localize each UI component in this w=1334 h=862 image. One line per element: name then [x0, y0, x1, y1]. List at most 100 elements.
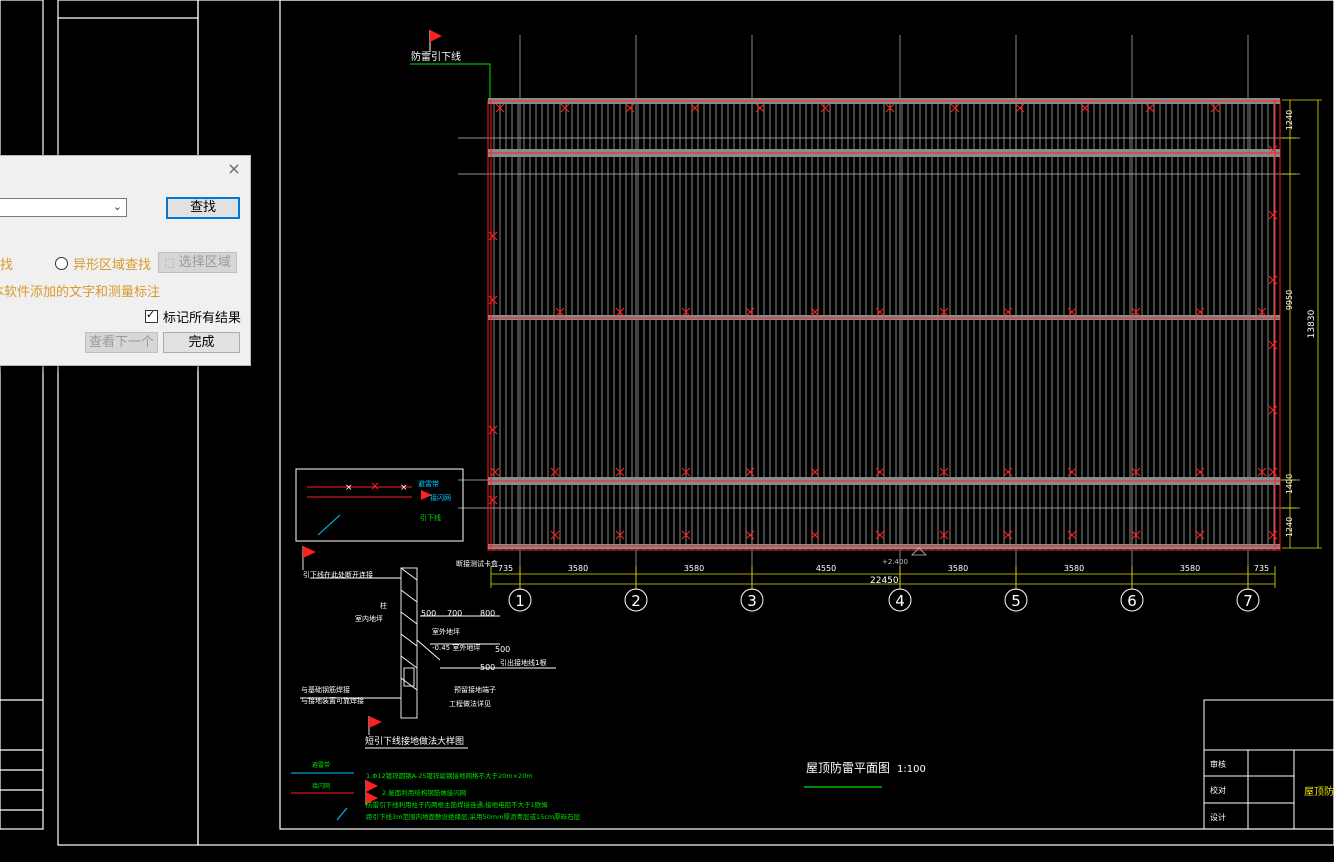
axis-label: 2 — [631, 592, 641, 610]
grounding-detail-drawing — [300, 546, 556, 749]
lightning-marker — [1268, 530, 1278, 540]
lightning-marker — [1067, 467, 1077, 477]
option-irregular-find-label: 异形区域查找 — [73, 258, 152, 273]
lightning-marker — [1131, 307, 1141, 317]
dim-right-2: 9950 — [1285, 290, 1294, 310]
lightning-marker — [810, 467, 820, 477]
mark-all-results-checkbox[interactable]: 标记所有结果 — [145, 307, 241, 326]
lightning-marker — [681, 467, 691, 477]
axis-bubble — [508, 588, 532, 612]
drawing-scale: 1:100 — [897, 764, 926, 775]
legend-text-2: 接闪网 — [430, 493, 451, 502]
option-region-find-label: 区域查找 — [0, 258, 14, 273]
lightning-marker — [1195, 307, 1205, 317]
axis-label: 1 — [515, 592, 525, 610]
bottom-dimension-value: 3580 — [568, 564, 588, 573]
option-irregular-find[interactable]: 异形区域查找 — [55, 254, 151, 273]
title-block-project: 屋顶防雷 — [1304, 785, 1334, 798]
lightning-marker — [755, 103, 765, 113]
title-block — [1203, 699, 1334, 830]
svg-text:×: × — [370, 479, 380, 493]
bottom-dimension-value: 3580 — [948, 564, 968, 573]
lightning-marker — [1268, 275, 1278, 285]
note-4: 距引下线3m范围内地面敷设绝缘层,采用50mm厚沥青层或15cm厚砾石层 — [366, 812, 581, 821]
lightning-marker — [939, 530, 949, 540]
find-dialog[interactable]: × ⌄ 查找 区域查找 异形区域查找 ⬚ 选择区域 本软件添加的文字和测量标注 … — [0, 155, 251, 366]
detail-dim-700: 700 — [447, 609, 462, 618]
done-button[interactable]: 完成 — [163, 332, 240, 353]
detail-dim-800: 800 — [480, 609, 495, 618]
bottom-dimension-lines — [490, 566, 1276, 588]
checkbox-checked-icon[interactable] — [145, 308, 158, 323]
find-text-combobox[interactable]: ⌄ — [0, 198, 127, 217]
lightning-marker — [615, 467, 625, 477]
lightning-marker — [745, 467, 755, 477]
svg-text:×: × — [400, 483, 408, 493]
lightning-marker — [1145, 103, 1155, 113]
close-icon[interactable]: × — [227, 159, 241, 178]
axis-label: 7 — [1243, 592, 1253, 610]
select-region-button[interactable]: ⬚ 选择区域 — [158, 252, 237, 273]
lightning-marker — [1210, 103, 1220, 113]
dimension-total-width: 22450 — [870, 576, 899, 586]
lightning-marker — [1268, 405, 1278, 415]
lightning-marker — [1067, 307, 1077, 317]
lightning-marker — [1067, 530, 1077, 540]
lightning-marker — [1003, 467, 1013, 477]
detail-note-d: 工程做法详见 — [449, 699, 491, 708]
detail-note-c: 预留接地端子 — [454, 685, 496, 694]
radio-icon[interactable] — [55, 257, 68, 270]
lightning-marker — [810, 307, 820, 317]
lightning-marker — [488, 495, 498, 505]
lightning-marker — [681, 530, 691, 540]
lightning-marker — [1268, 210, 1278, 220]
lightning-marker — [1268, 145, 1278, 155]
dim-right-1: 1240 — [1285, 110, 1294, 130]
lightning-marker — [820, 103, 830, 113]
option-region-find[interactable]: 区域查找 — [0, 254, 13, 273]
lightning-marker — [1268, 467, 1278, 477]
legend-text-3: 引下线 — [420, 513, 441, 522]
leader-line — [410, 63, 491, 98]
elevation-triangle-icon — [911, 547, 927, 556]
bottom-dimension-value: 4550 — [816, 564, 836, 573]
bottom-dimension-values: 735 3580 3580 4550 3580 3580 3580 735 — [498, 564, 1269, 573]
lightning-marker — [555, 307, 565, 317]
bottom-dimension-value: 3580 — [1064, 564, 1084, 573]
detail-dim-500b: 500 — [495, 645, 510, 654]
find-button[interactable]: 查找 — [166, 197, 240, 219]
bottom-dimension-value: 735 — [1254, 564, 1269, 573]
lightning-marker — [1195, 467, 1205, 477]
axis-label: 3 — [747, 592, 757, 610]
lightning-marker — [1131, 467, 1141, 477]
lightning-marker — [615, 530, 625, 540]
dim-right-4: 1240 — [1285, 517, 1294, 537]
lightning-marker — [550, 530, 560, 540]
bottom-dimension-value: 3580 — [1180, 564, 1200, 573]
detail-slope-label: -0.45 室外地坪 — [432, 643, 480, 652]
lightning-marker — [1003, 307, 1013, 317]
lightning-marker — [1257, 307, 1267, 317]
lightning-marker — [1015, 103, 1025, 113]
detail-top-label: 引下线在此处断开连接 — [303, 570, 373, 579]
lightning-marker — [495, 103, 505, 113]
lightning-marker — [875, 530, 885, 540]
lightning-marker — [745, 530, 755, 540]
view-next-button[interactable]: 查看下一个 — [85, 332, 158, 353]
detail-outdoor-label: 室外地坪 — [432, 627, 460, 636]
axis-label: 6 — [1127, 592, 1137, 610]
note-3: 防雷引下线利用柱子内两根主筋焊接连通,接地电阻不大于1欧姆 — [366, 800, 548, 809]
detail-floor-label: 室内地坪 — [355, 614, 383, 623]
lightning-marker — [1003, 530, 1013, 540]
bottom-dimension-value: 735 — [498, 564, 513, 573]
axis-bubble — [1004, 588, 1028, 612]
chevron-down-icon[interactable]: ⌄ — [112, 200, 122, 213]
option-software-text[interactable]: 本软件添加的文字和测量标注 — [0, 281, 160, 300]
roof-plan — [487, 98, 1281, 551]
legend-box: × × × — [295, 468, 464, 542]
bottom-dimension-value: 3580 — [684, 564, 704, 573]
axis-bubble — [1236, 588, 1260, 612]
lightning-marker — [1195, 530, 1205, 540]
